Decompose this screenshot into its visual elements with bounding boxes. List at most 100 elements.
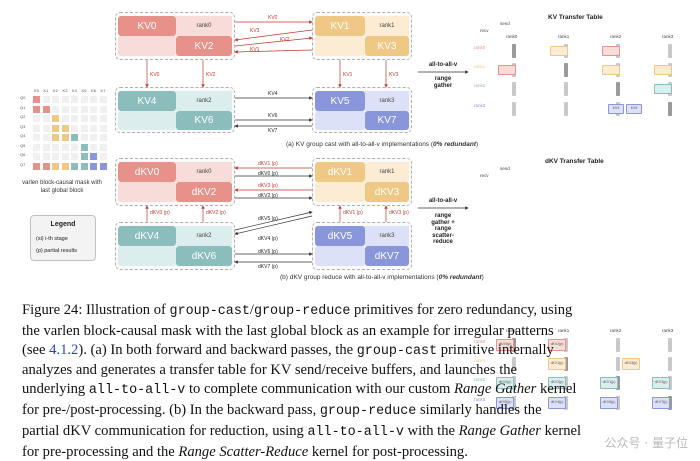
table-cell — [512, 82, 516, 96]
rank-label-rank1-b: rank1 — [365, 162, 409, 182]
table-cell — [668, 338, 672, 352]
mask-cell — [41, 114, 51, 123]
table-col-header: rank0 — [506, 328, 518, 333]
table-cell — [564, 396, 568, 410]
mask-col-label: K0 — [34, 88, 39, 93]
block-kv1-fill — [315, 36, 365, 56]
table-col-header: rank3 — [662, 328, 674, 333]
table-entry: dKV6(p) — [600, 397, 618, 409]
table-cell — [564, 102, 568, 116]
table-row-header: rank2 — [474, 377, 486, 382]
table-entry: dKV2(p) — [548, 377, 566, 389]
table-col-header: rank1 — [558, 328, 570, 333]
mask-cell — [70, 152, 79, 161]
mask-col-label: K4 — [72, 88, 77, 93]
section-link[interactable]: 4.1.2 — [49, 341, 79, 358]
mask-cell — [60, 123, 70, 133]
block-kv0: KV0 — [118, 16, 176, 36]
arrow-label: dKV5 (p) — [258, 216, 278, 222]
mask-cell — [70, 95, 79, 104]
caption-panel-a: (a) KV group cast with all-to-all-v impl… — [286, 141, 479, 148]
legend-item-partial: (p) partial results — [36, 248, 77, 254]
mask-cell — [32, 133, 41, 142]
table-entry — [602, 65, 620, 75]
table-cell — [512, 102, 516, 116]
mask-row-label: Q6 — [20, 152, 26, 157]
legend-item-stage: (si) i-th stage — [36, 236, 68, 242]
mask-row-label: Q2 — [20, 114, 26, 119]
table-row-header: rank2 — [474, 83, 486, 88]
mask-cell — [60, 95, 70, 104]
mask-cell — [89, 133, 98, 142]
table-entry: KV4 — [608, 104, 624, 114]
table-cell — [668, 396, 672, 410]
mask-cell — [32, 161, 41, 171]
table-cell — [616, 82, 620, 96]
table-cell — [512, 357, 516, 371]
mid-label-b: all-to-all-v — [428, 198, 458, 204]
table-entry — [654, 65, 672, 75]
caption-line: (see 4.1.2). (a) In both forward and bac… — [22, 341, 554, 359]
mask-cell — [51, 95, 60, 104]
table-col-header: rank2 — [610, 34, 622, 39]
table-cell — [564, 376, 568, 390]
mask-cell — [41, 152, 51, 161]
table-col-header: rank0 — [506, 34, 518, 39]
table-cell — [512, 338, 516, 352]
mask-cell — [51, 142, 60, 152]
mask-cell — [98, 142, 108, 152]
table-cell — [668, 102, 672, 116]
block-dkv0-fill — [118, 182, 176, 202]
mask-cell — [98, 133, 108, 142]
table-cell — [564, 357, 568, 371]
block-dkv6: dKV6 — [176, 246, 232, 266]
mask-cell — [32, 152, 41, 161]
table-b-send: send — [500, 166, 510, 171]
table-entry: dKV3(p) — [622, 358, 640, 370]
mask-col-label: K5 — [81, 88, 87, 93]
table-cell — [668, 357, 672, 371]
mask-cell — [70, 104, 79, 114]
mask-cell — [41, 95, 51, 104]
mask-cell — [70, 161, 79, 171]
mid-sub-b: range gather + range scatter-reduce — [431, 213, 455, 246]
table-cell — [616, 376, 620, 390]
block-dkv5-fill — [315, 246, 365, 266]
block-dkv1: dKV1 — [315, 162, 365, 182]
arrow-label: KV1 — [343, 72, 353, 78]
mask-cell — [70, 123, 79, 133]
mask-cell — [60, 114, 70, 123]
mask-row-label: Q4 — [20, 133, 26, 138]
block-kv4-fill — [118, 111, 176, 130]
rank-label-rank0: rank0 — [176, 16, 232, 36]
mask-cell — [89, 161, 98, 171]
block-dkv2: dKV2 — [176, 182, 232, 202]
table-col-header: rank2 — [610, 328, 622, 333]
mask-cell — [51, 161, 60, 171]
caption-panel-b: (b) dKV group reduce with all-to-all-v i… — [280, 274, 484, 281]
arrow-label: dKV0 (p) — [150, 210, 170, 216]
table-col-header: rank3 — [662, 34, 674, 39]
table-entry — [550, 46, 568, 56]
table-row-header: rank1 — [474, 64, 486, 69]
mask-cell — [32, 142, 41, 152]
mask-cell — [79, 133, 89, 142]
mask-cell — [79, 114, 89, 123]
arrow-label: dKV3 (p) — [258, 183, 278, 189]
table-entry — [602, 46, 620, 56]
rank-label-rank2-b: rank2 — [176, 226, 232, 246]
table-entry: dKV7(p) — [652, 397, 670, 409]
mask-col-label: K6 — [91, 88, 96, 93]
mask-col-label: K3 — [62, 88, 68, 93]
block-dkv5: dKV5 — [315, 226, 365, 246]
mask-col-label: K7 — [100, 88, 106, 93]
mask-cell — [89, 142, 98, 152]
table-cell — [564, 63, 568, 77]
mask-row-label: Q1 — [20, 104, 26, 110]
mask-cell — [60, 142, 70, 152]
mask-cell — [98, 95, 108, 104]
table-entry: dKV3(p) — [652, 377, 670, 389]
mask-cell — [79, 152, 89, 161]
block-dkv1-fill — [315, 182, 365, 202]
